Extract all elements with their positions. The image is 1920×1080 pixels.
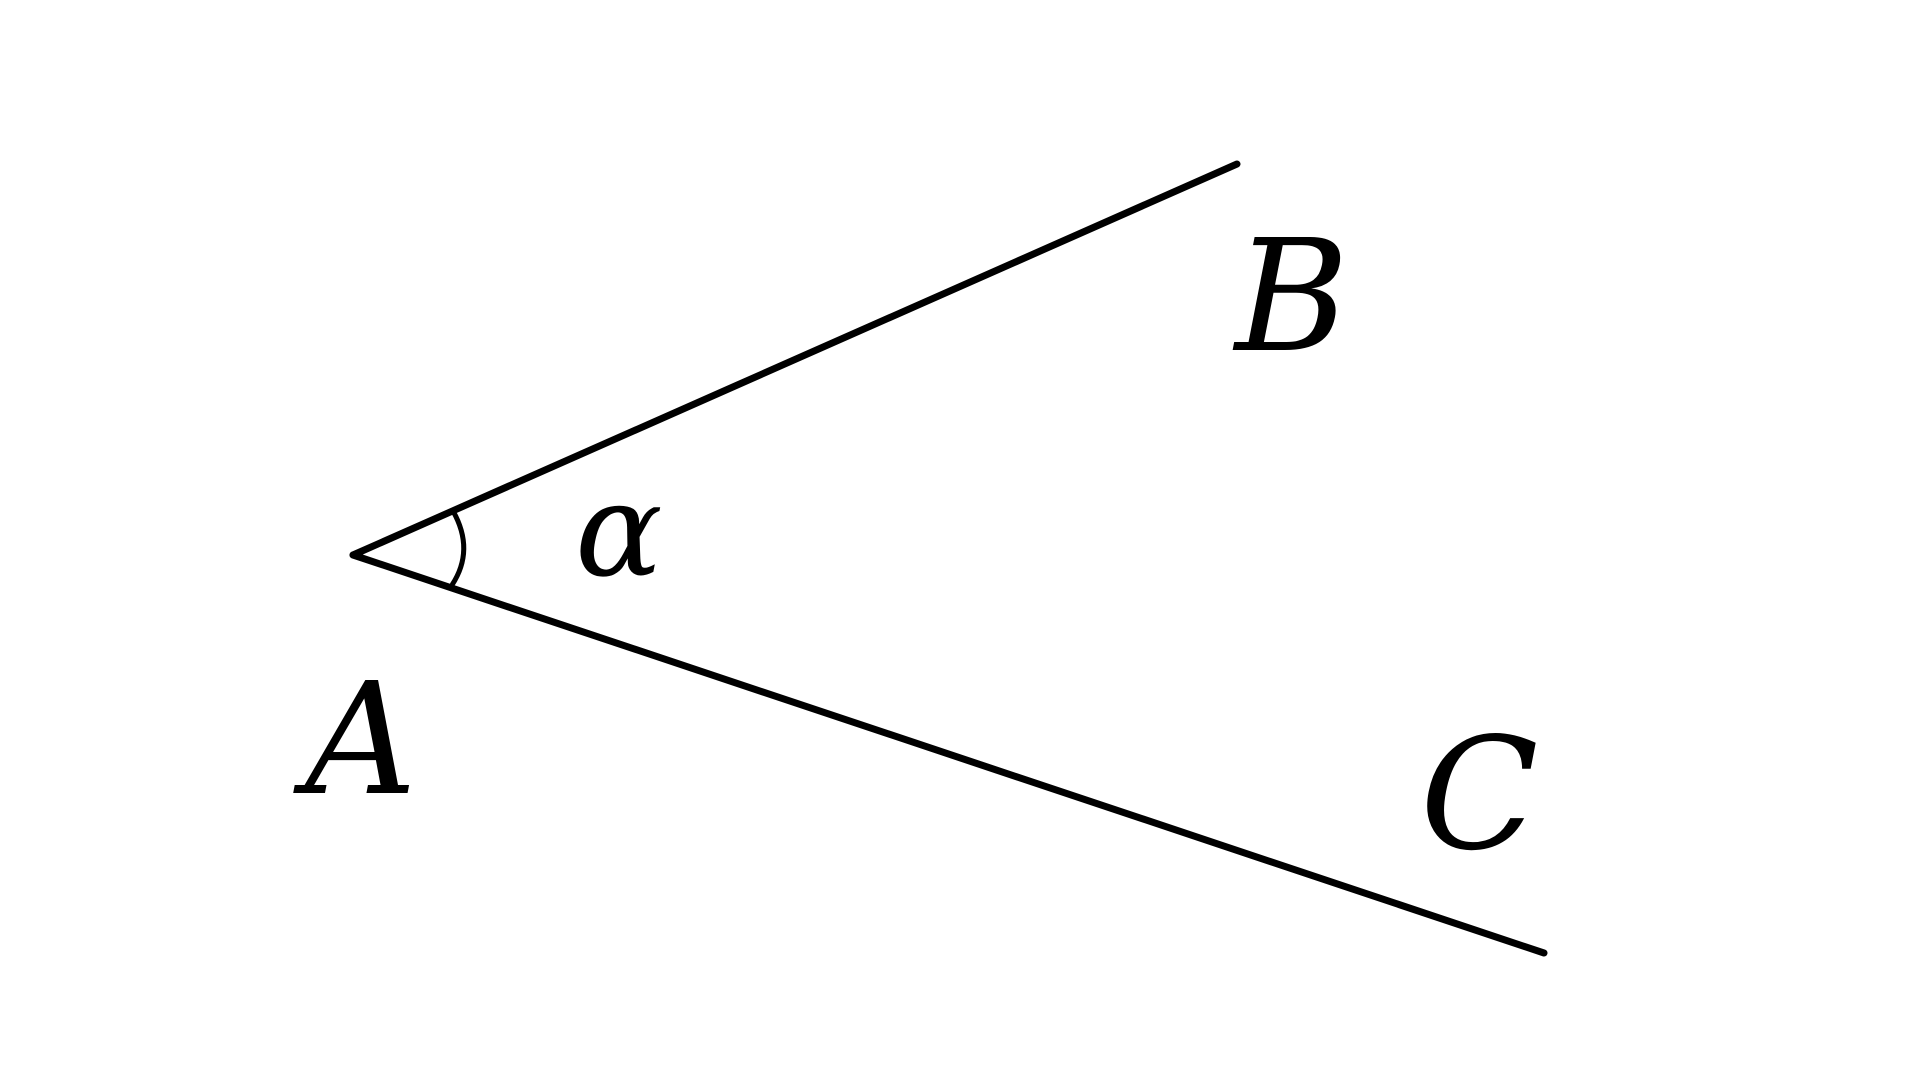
vertex-label-a: A: [293, 649, 417, 830]
angle-arc: [449, 509, 467, 587]
angle-label-alpha: α: [575, 454, 663, 606]
point-label-b: B: [1232, 206, 1349, 387]
ray-ac: [349, 551, 1548, 957]
point-label-c: C: [1420, 704, 1539, 885]
ray-ab: [349, 160, 1241, 559]
